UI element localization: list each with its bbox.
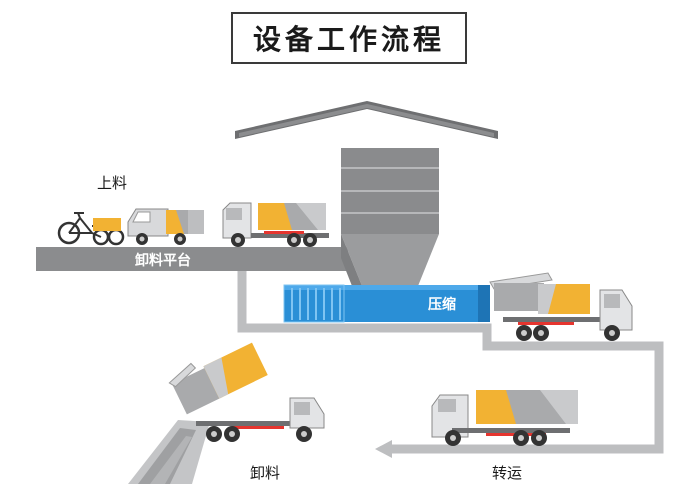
- transfer-path: [237, 271, 664, 454]
- transfer-truck-icon: [431, 390, 578, 446]
- compactor-truck-platform-icon: [222, 202, 329, 247]
- title-box: 设备工作流程: [231, 12, 467, 64]
- hopper: [341, 148, 439, 286]
- compactor-truck-loading-icon: [489, 272, 633, 341]
- label-loading: 上料: [97, 174, 128, 192]
- label-transfer: 转运: [492, 464, 523, 482]
- page-title: 设备工作流程: [252, 23, 445, 56]
- small-cart-icon: [127, 208, 204, 245]
- label-compress: 压缩: [428, 297, 456, 313]
- tricycle-icon: [57, 212, 125, 246]
- compactor: [283, 284, 490, 323]
- label-unloading: 卸料: [250, 464, 281, 482]
- roof: [235, 101, 498, 139]
- transfer-arrow: [375, 440, 392, 458]
- unloading-platform: [36, 247, 348, 271]
- label-unloading-platform: 卸料平台: [135, 253, 191, 269]
- dumping-truck-icon: [128, 342, 325, 484]
